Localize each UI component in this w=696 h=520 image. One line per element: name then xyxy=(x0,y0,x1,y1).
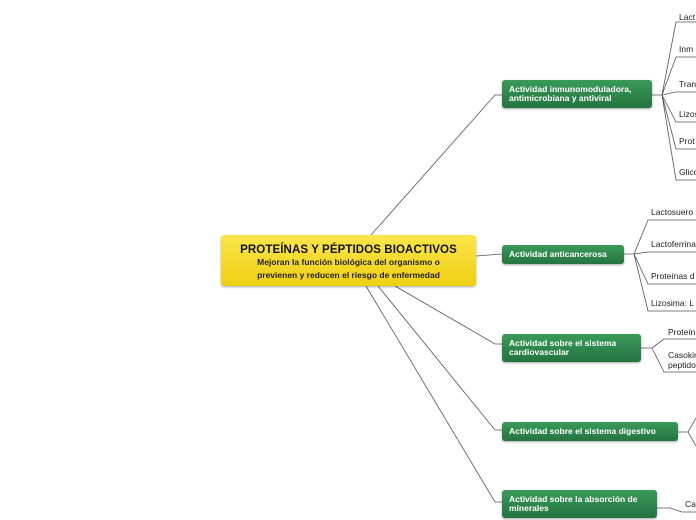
connector-topic-5-leaves xyxy=(657,507,696,513)
topic-5-label-line-1: Actividad sobre la absorción de xyxy=(509,493,638,504)
connector-topic-1-leaves xyxy=(652,21,696,181)
topic-1-label-line-2: antimicrobiana y antiviral xyxy=(509,93,612,103)
topic-cardiovascular[interactable]: Actividad sobre el sistema cardiovascula… xyxy=(502,334,641,362)
leaf-topic-1-3[interactable]: Tran xyxy=(679,79,696,89)
topic-1-label-line-1: Actividad inmunomoduladora, xyxy=(509,83,632,94)
topic-2-label-line-1: Actividad anticancerosa xyxy=(509,248,607,259)
topic-5-label-line-2: minerales xyxy=(509,503,549,513)
leaf-topic-1-5[interactable]: Prot xyxy=(679,136,695,146)
leaf-topic-5-1[interactable]: Cal xyxy=(685,499,696,509)
connector-central-topic-2 xyxy=(475,253,503,257)
leaf-topic-2-2[interactable]: Lactoferrina xyxy=(651,239,696,249)
topic-immunomodulatory[interactable]: Actividad inmunomoduladora, antimicrobia… xyxy=(502,80,652,108)
leaf-topic-2-3[interactable]: Proteínas d xyxy=(651,271,695,281)
leaf-topic-3-2[interactable]: Casokin xyxy=(668,350,696,360)
topic-digestive[interactable]: Actividad sobre el sistema digestivo xyxy=(502,422,678,441)
leaf-topic-2-4[interactable]: Lizosima: L xyxy=(651,298,694,308)
topic-mineral-absorption[interactable]: Actividad sobre la absorción de minerale… xyxy=(502,490,657,518)
central-title: PROTEÍNAS Y PÉPTIDOS BIOACTIVOS xyxy=(240,244,457,256)
connector-topic-2-leaves xyxy=(624,219,696,312)
connector-central-topic-5 xyxy=(365,285,502,503)
topic-4-label-line-1: Actividad sobre el sistema digestivo xyxy=(509,425,656,436)
topic-3-label-line-2: cardiovascular xyxy=(509,347,570,357)
leaf-topic-1-1[interactable]: Lact xyxy=(679,12,696,22)
central-subtitle-line-1: Mejoran la función biológica del organis… xyxy=(257,257,440,267)
leaf-topic-1-4[interactable]: Lizos xyxy=(679,109,696,119)
connector-central-topic-3 xyxy=(394,285,502,345)
central-subtitle-line-2: previenen y reducen el riesgo de enferme… xyxy=(257,269,440,280)
leaf-topic-3-1[interactable]: Proteín xyxy=(668,327,696,337)
leaf-topic-1-2[interactable]: Inm xyxy=(679,44,694,54)
leaf-topic-2-1[interactable]: Lactosuero xyxy=(651,207,694,217)
central-topic[interactable]: PROTEÍNAS Y PÉPTIDOS BIOACTIVOS Mejoran … xyxy=(221,235,476,286)
leaf-topic-3-3[interactable]: peptido xyxy=(668,360,696,370)
topic-anticancer[interactable]: Actividad anticancerosa xyxy=(502,245,624,264)
connector-topic-4-leaves xyxy=(678,417,696,447)
leaf-topic-1-6[interactable]: Glico xyxy=(679,167,696,177)
connector-central-topic-4 xyxy=(377,285,502,431)
topic-3-label-line-1: Actividad sobre el sistema xyxy=(509,337,617,348)
connector-topic-3-leaves xyxy=(641,338,696,373)
connector-central-topic-1 xyxy=(370,94,502,236)
